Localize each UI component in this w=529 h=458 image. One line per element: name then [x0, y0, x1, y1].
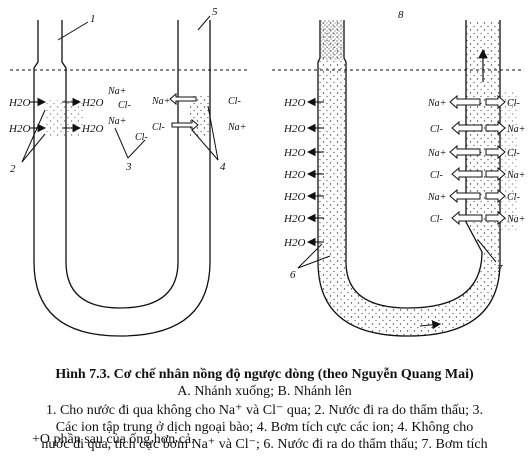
- left-u-tube: [33, 20, 211, 337]
- countercurrent-diagram: H2O H2O H2O H2O Na+ Cl- Na+ Cl- Na+ Cl- …: [8, 6, 525, 337]
- lr-inner-na: Na+: [151, 96, 170, 107]
- callout-5: 5: [212, 6, 218, 18]
- caption-line-3: nước đi qua, tích cực bơm Na⁺ và Cl⁻; 6.…: [41, 437, 488, 452]
- lr-outer-na: Na+: [227, 122, 246, 133]
- left-h2o-3: H2O: [8, 123, 30, 135]
- r-outer-6: Na+: [506, 214, 525, 225]
- r-inner-1: Na+: [427, 98, 446, 109]
- lr-inner-cl: Cl-: [152, 122, 165, 133]
- left-water-arrows: [30, 97, 82, 133]
- callout-4: 4: [220, 161, 226, 173]
- right-h2o-2: H2O: [283, 123, 305, 135]
- center-ion-3: Na+: [107, 116, 126, 127]
- left-hollow-arrows: [169, 92, 199, 132]
- caption-subtitle: A. Nhánh xuống; B. Nhánh lên: [177, 384, 352, 399]
- callout-1: 1: [90, 13, 96, 25]
- caption-line-2: Các ion tập trung ở dịch ngoại bào; 4. B…: [55, 420, 474, 435]
- left-h2o-1: H2O: [8, 97, 30, 109]
- right-h2o-1: H2O: [283, 97, 305, 109]
- callout-3: 3: [125, 161, 132, 173]
- caption-line-1: 1. Cho nước đi qua không cho Na⁺ và Cl⁻ …: [45, 403, 484, 418]
- right-h2o-3: H2O: [283, 147, 305, 159]
- center-ion-1: Na+: [107, 86, 126, 97]
- r-outer-3: Cl-: [507, 148, 520, 159]
- r-inner-2: Cl-: [430, 124, 443, 135]
- right-water-arrows: [306, 97, 324, 247]
- right-h2o-7: H2O: [283, 237, 305, 249]
- callout-2: 2: [10, 163, 16, 175]
- right-h2o-5: H2O: [283, 191, 305, 203]
- r-outer-1: Cl-: [507, 98, 520, 109]
- lr-outer-cl: Cl-: [228, 96, 241, 107]
- r-outer-4: Na+: [506, 170, 525, 181]
- r-inner-4: Cl-: [430, 170, 443, 181]
- caption-line-4: +O phần sau của ống hơn cả.: [32, 432, 195, 447]
- caption-title: Hình 7.3. Cơ chế nhân nồng độ ngược dòng…: [55, 367, 474, 382]
- right-hollow-arrows: [449, 94, 506, 226]
- center-ion-2: Cl-: [118, 100, 131, 111]
- r-outer-2: Na+: [506, 124, 525, 135]
- callout-7: 7: [497, 263, 503, 275]
- r-inner-6: Cl-: [430, 214, 443, 225]
- r-outer-5: Cl-: [507, 192, 520, 203]
- center-ion-4: Cl-: [135, 132, 148, 143]
- right-h2o-4: H2O: [283, 169, 305, 181]
- right-u-tube: [317, 20, 501, 337]
- r-inner-3: Na+: [427, 148, 446, 159]
- r-inner-5: Na+: [427, 192, 446, 203]
- right-h2o-6: H2O: [283, 213, 305, 225]
- left-h2o-2: H2O: [81, 97, 103, 109]
- callout-6: 6: [290, 269, 296, 281]
- callout-8: 8: [398, 9, 404, 21]
- left-h2o-4: H2O: [81, 123, 103, 135]
